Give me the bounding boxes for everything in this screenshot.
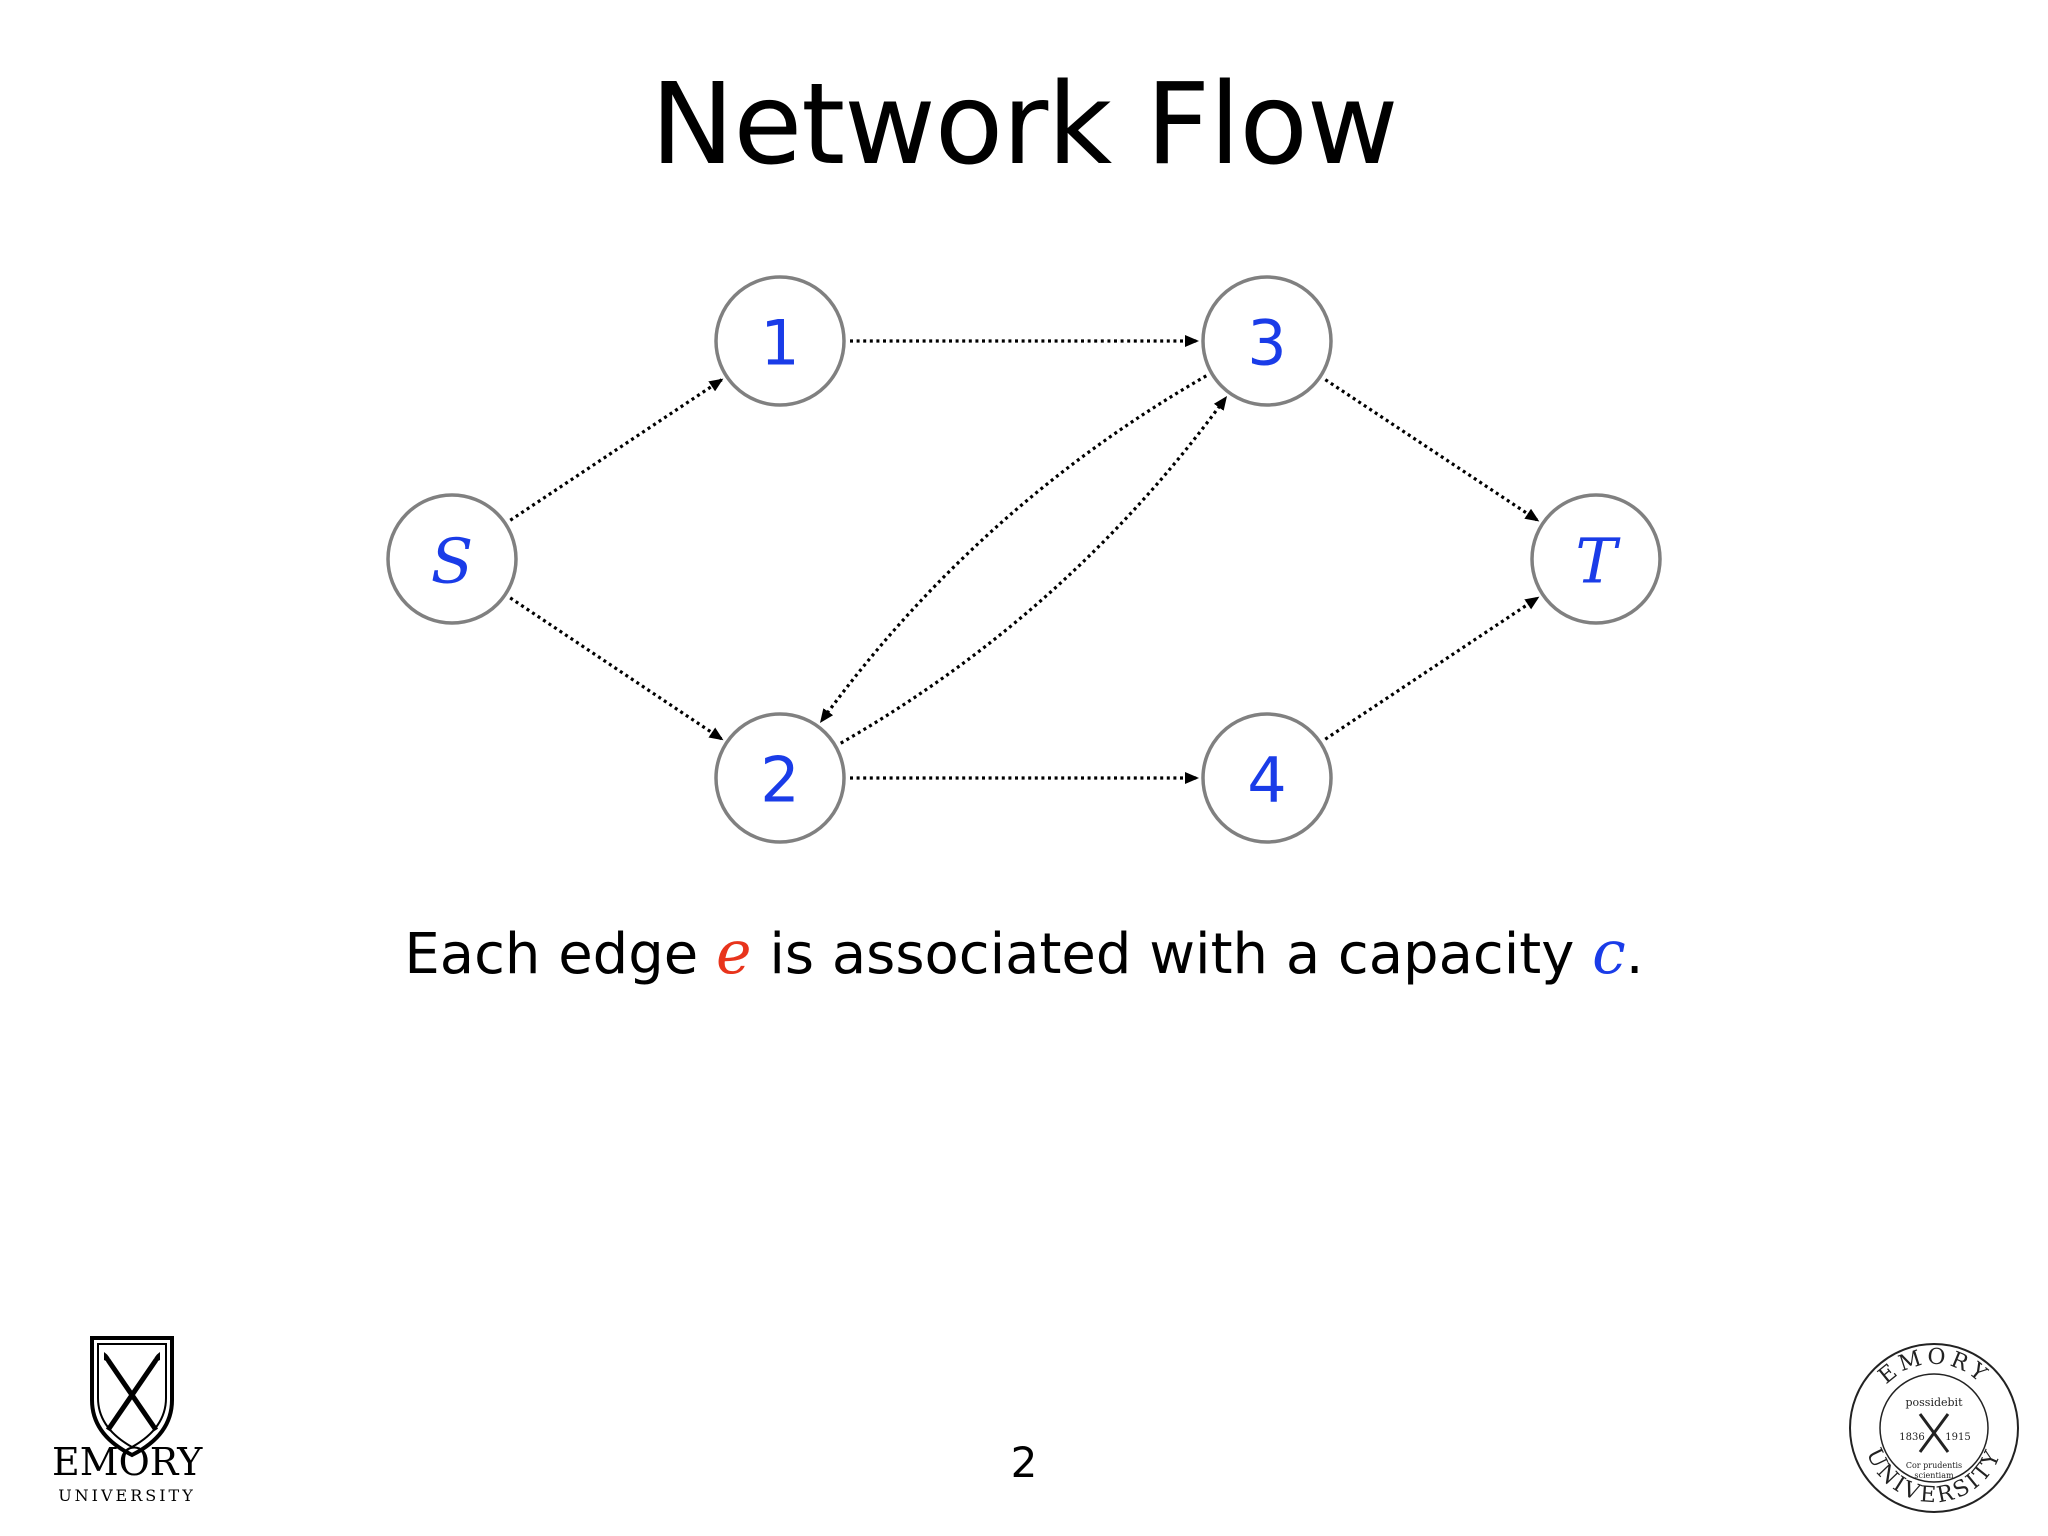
- emory-word: EMORY: [52, 1440, 203, 1484]
- edge-4-to-T: [1324, 596, 1540, 741]
- seal-motto-center: possidebit: [1905, 1396, 1963, 1409]
- seal-year-right: 1915: [1945, 1432, 1970, 1443]
- svg-text:EMORY: EMORY: [1874, 1344, 1994, 1389]
- node-circle-T: [1530, 493, 1662, 625]
- caption: Each edge e is associated with a capacit…: [0, 918, 2048, 988]
- caption-text-end: .: [1625, 922, 1644, 987]
- node-label-2: 2: [760, 744, 799, 817]
- seal-motto-right: scientiam: [1914, 1471, 1954, 1480]
- emory-wordmark: EMORY UNIVERSITY: [52, 1440, 202, 1505]
- caption-variable-c: c: [1592, 918, 1626, 988]
- caption-text-middle: is associated with a capacity: [751, 922, 1593, 987]
- page-number: 2: [1010, 1438, 1038, 1487]
- edge-3-to-2: [819, 374, 1208, 724]
- node-circle-2: [714, 712, 846, 844]
- node-S: S: [386, 493, 518, 625]
- nodes-layer: S 1 2 3 4 T: [386, 275, 1662, 844]
- node-label-1: 1: [760, 307, 799, 380]
- caption-variable-e: e: [716, 918, 752, 988]
- emory-shield-logo: [90, 1336, 174, 1458]
- node-circle-3: [1201, 275, 1333, 407]
- node-label-4: 4: [1247, 744, 1286, 817]
- seal-top-text: EMORY: [1874, 1344, 1990, 1389]
- node-T: T: [1530, 493, 1662, 625]
- node-label-3: 3: [1247, 307, 1286, 380]
- node-2: 2: [714, 712, 846, 844]
- edge-S-to-1: [509, 378, 724, 522]
- node-label-S: S: [431, 525, 473, 598]
- node-circle-4: [1201, 712, 1333, 844]
- caption-text-start: Each edge: [404, 922, 716, 987]
- slide-title: Network Flow: [650, 60, 1399, 190]
- seal-year-left: 1836: [1899, 1432, 1924, 1443]
- node-4: 4: [1201, 712, 1333, 844]
- node-circle-1: [714, 275, 846, 407]
- university-word: UNIVERSITY: [58, 1486, 196, 1505]
- edge-2-to-3: [839, 395, 1228, 745]
- node-circle-S: [386, 493, 518, 625]
- node-label-T: T: [1575, 525, 1621, 598]
- edges-layer: [509, 335, 1540, 784]
- emory-seal: EMORY UNIVERSITY possidebit 1836 1915 Co…: [1849, 1343, 2019, 1513]
- edge-3-to-T: [1324, 378, 1540, 522]
- node-3: 3: [1201, 275, 1333, 407]
- node-1: 1: [714, 275, 846, 407]
- seal-motto-left: Cor prudentis: [1906, 1461, 1962, 1470]
- edge-S-to-2: [509, 596, 724, 741]
